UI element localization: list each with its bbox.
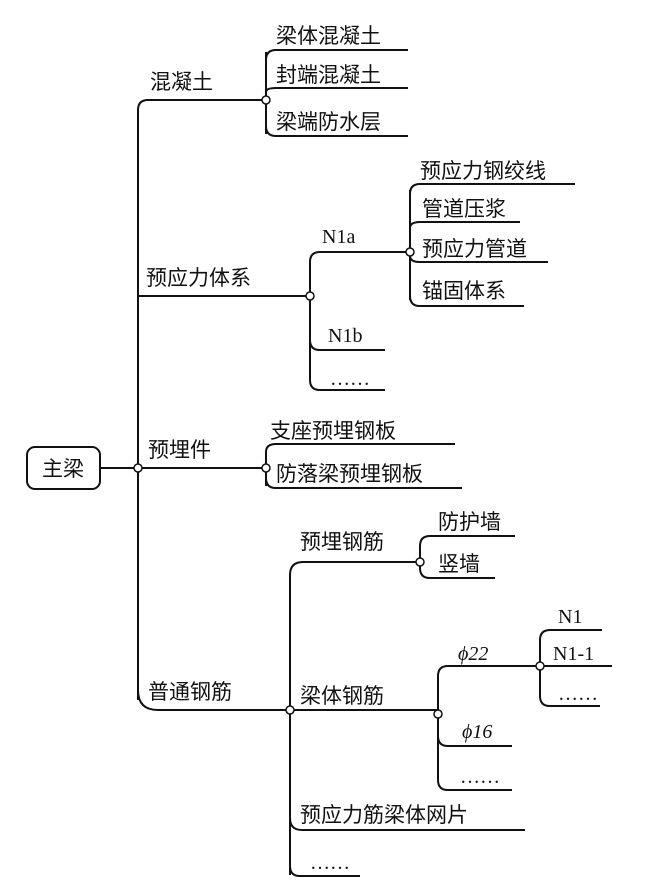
branch-prestress-label: 预应力体系 xyxy=(146,266,251,290)
mesh-label: 预应力筋梁体网片 xyxy=(300,803,468,827)
rebar-line-more xyxy=(289,865,360,877)
branch-embedded-label: 预埋件 xyxy=(148,438,211,462)
beam-rebar-collapse-knob[interactable] xyxy=(433,709,443,719)
prestress-line-n1b xyxy=(309,339,385,351)
n1a-child-4: 锚固体系 xyxy=(422,279,506,303)
phi22-child-line-1 xyxy=(539,629,602,641)
root-node: 主梁 xyxy=(26,446,101,490)
root-collapse-knob[interactable] xyxy=(133,463,143,473)
beam-rebar-line-phi22 xyxy=(437,665,540,677)
rebar-line-embedded xyxy=(289,561,420,576)
concrete-child-3: 梁端防水层 xyxy=(276,110,381,134)
n1a-child-1: 预应力钢绞线 xyxy=(420,159,546,183)
n1a-collapse-knob[interactable] xyxy=(405,247,415,257)
embedded-collapse-knob[interactable] xyxy=(261,463,271,473)
n1a-child-3: 预应力管道 xyxy=(422,237,527,261)
phi22-label: ϕ22 xyxy=(458,643,488,665)
concrete-child-line-1 xyxy=(265,49,408,61)
phi22-child-3: …… xyxy=(558,683,598,705)
prestress-collapse-knob[interactable] xyxy=(305,291,315,301)
concrete-child-2: 封端混凝土 xyxy=(276,63,381,87)
phi22-child-line-3 xyxy=(539,695,600,707)
beam-rebar-line-phi16 xyxy=(437,735,512,747)
prestress-more-label: …… xyxy=(330,368,370,390)
rebar-line-mesh xyxy=(289,817,525,831)
beam-rebar-line-more xyxy=(437,779,512,791)
prestress-line-n1a xyxy=(309,251,410,263)
beam-rebar-label: 梁体钢筋 xyxy=(300,684,384,708)
phi22-child-2: N1-1 xyxy=(553,643,594,665)
embedded-child-2: 防落梁预埋钢板 xyxy=(276,462,423,486)
embedded-rebar-child-1: 防护墙 xyxy=(438,510,501,534)
n1a-label: N1a xyxy=(322,226,355,248)
phi16-label: ϕ16 xyxy=(462,721,492,743)
phi22-collapse-knob[interactable] xyxy=(535,661,545,671)
embedded-rebar-child-2: 竖墙 xyxy=(438,552,480,576)
embedded-rebar-child-line-2 xyxy=(419,567,495,579)
embedded-rebar-collapse-knob[interactable] xyxy=(415,557,425,567)
spine-bottom-branch-rebar xyxy=(137,689,290,711)
prestress-line-more xyxy=(309,379,385,391)
n1a-child-2: 管道压浆 xyxy=(422,197,506,221)
n1a-child-line-4 xyxy=(409,295,524,307)
branch-rebar-label: 普通钢筋 xyxy=(148,680,232,704)
beam-rebar-more-label: …… xyxy=(460,766,500,788)
embedded-rebar-child-line-1 xyxy=(419,535,515,547)
branch-concrete-label: 混凝土 xyxy=(150,70,213,94)
concrete-collapse-knob[interactable] xyxy=(261,95,271,105)
rebar-more-label: …… xyxy=(310,852,350,874)
n1a-child-line-1 xyxy=(409,183,575,195)
n1a-child-line-3 xyxy=(409,255,548,263)
rebar-collapse-knob[interactable] xyxy=(285,705,295,715)
n1a-child-line-2 xyxy=(409,221,520,229)
embedded-rebar-label: 预埋钢筋 xyxy=(300,530,384,554)
phi22-child-1: N1 xyxy=(558,606,582,628)
embedded-child-line-1 xyxy=(265,443,455,453)
n1b-label: N1b xyxy=(328,325,362,347)
concrete-child-1: 梁体混凝土 xyxy=(276,24,381,48)
concrete-child-line-2 xyxy=(265,87,408,93)
embedded-child-1: 支座预埋钢板 xyxy=(270,419,396,443)
concrete-child-line-3 xyxy=(265,125,408,137)
embedded-child-line-2 xyxy=(265,477,462,489)
root-node-label: 主梁 xyxy=(42,457,84,481)
spine-top-branch-concrete xyxy=(137,99,266,111)
